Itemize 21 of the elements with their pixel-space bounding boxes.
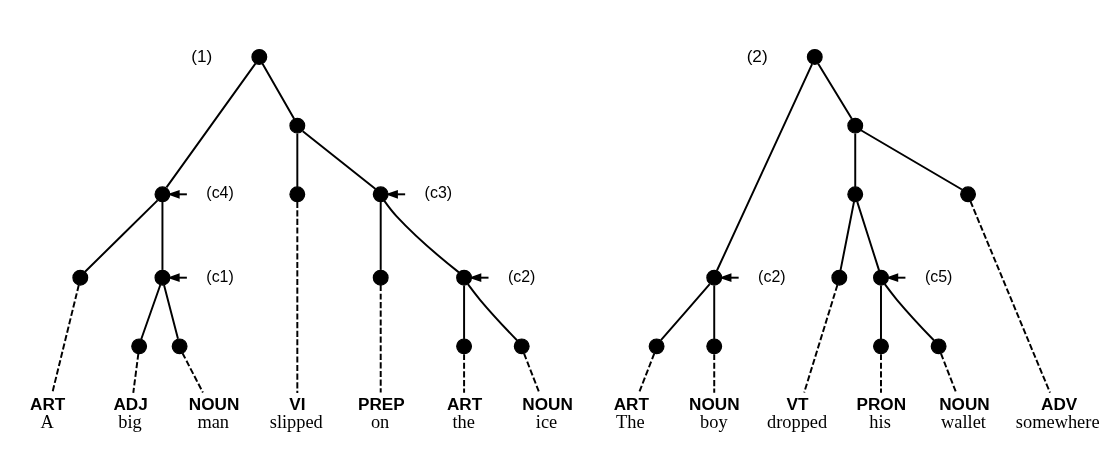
node-text: ADV somewhere	[1015, 393, 1100, 432]
label: (2)	[746, 45, 768, 66]
node-text: ART A	[30, 393, 66, 432]
node-text: (c2)	[507, 267, 536, 285]
node-text: (c4)	[206, 184, 234, 202]
node-text: NOUN wallet	[939, 393, 990, 432]
node-text: ART The	[613, 393, 649, 432]
node-text: PRON his	[856, 393, 907, 432]
node-text: NOUN ice	[522, 393, 573, 432]
node-text: (c2)	[758, 267, 786, 285]
node-text: NOUN man	[188, 393, 240, 432]
node-text: VT dropped	[766, 393, 828, 432]
node-text: PREP on	[358, 393, 405, 432]
node-text: ART the	[446, 393, 483, 432]
node-text: ADJ big	[113, 393, 148, 432]
label: (1)	[191, 45, 213, 66]
node-text: (c5)	[924, 267, 953, 285]
node-text: VI slipped	[269, 393, 323, 432]
node-text: (c1)	[206, 267, 234, 285]
node-text: (c3)	[424, 184, 453, 202]
node-text: NOUN boy	[689, 393, 740, 432]
